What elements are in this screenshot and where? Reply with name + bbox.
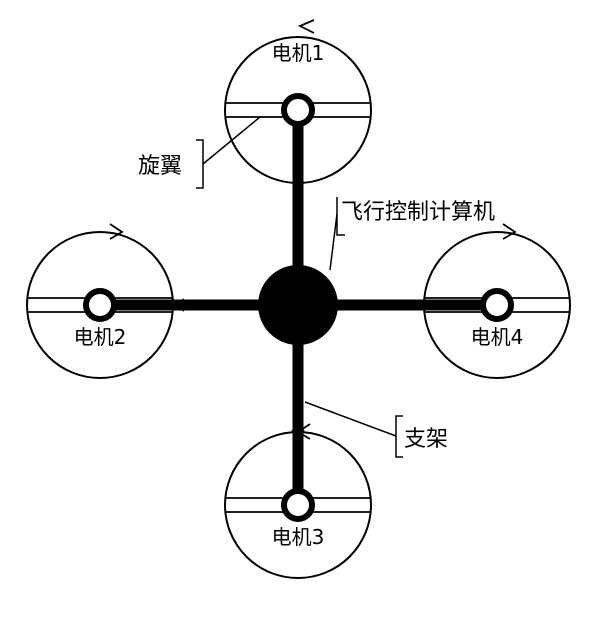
propeller-circle-1 <box>224 36 372 184</box>
propeller-circle-2 <box>26 231 174 379</box>
motor-hub-3 <box>281 488 315 522</box>
motor-3: 电机3 <box>224 423 372 579</box>
propeller-circle-4 <box>423 231 571 379</box>
rotor-bracket <box>196 139 204 189</box>
flight-computer-label: 飞行控制计算机 <box>341 200 495 225</box>
arm-arrow-left <box>174 298 185 312</box>
flight-computer-annotation <box>329 197 345 271</box>
motor-label-3: 电机3 <box>272 525 325 549</box>
motor-hub-4 <box>480 288 514 322</box>
motor-2: 电机2 <box>26 223 174 379</box>
motor-4: 电机4 <box>423 223 571 379</box>
rotation-arrow-4 <box>502 223 517 240</box>
frame-label: 支架 <box>404 427 448 452</box>
motor-label-1: 电机1 <box>272 41 325 65</box>
frame-annotation <box>304 401 403 458</box>
rotor-leader-line <box>202 116 261 165</box>
motor-1: 电机1 <box>224 19 372 184</box>
rotation-arrow-3 <box>296 423 311 440</box>
rotor-annotation <box>196 116 261 189</box>
motor-hub-2 <box>83 288 117 322</box>
motor-hub-1 <box>281 93 315 127</box>
frame-bracket <box>395 415 403 458</box>
motor-label-4: 电机4 <box>471 325 524 349</box>
motor-label-2: 电机2 <box>74 325 127 349</box>
flight-computer-bracket <box>336 197 345 236</box>
frame-leader-line <box>304 401 397 437</box>
flight-computer-body <box>258 265 338 345</box>
rotation-arrow-2 <box>109 223 124 240</box>
rotor-label: 旋翼 <box>138 154 182 179</box>
rotation-arrow-1 <box>297 19 315 34</box>
flight-computer-leader-line <box>329 213 338 271</box>
